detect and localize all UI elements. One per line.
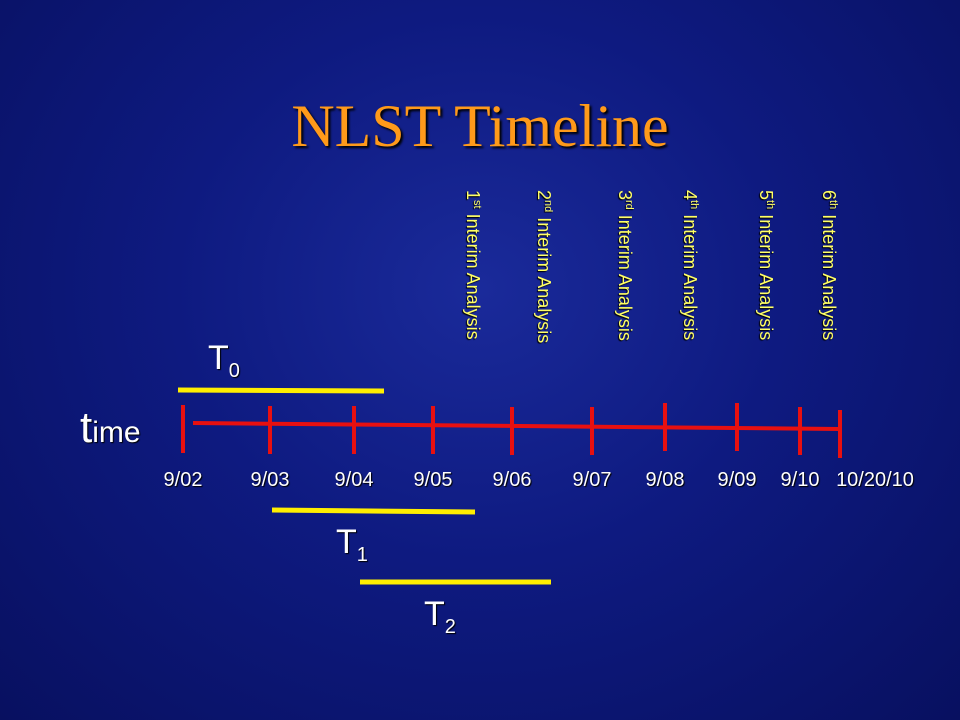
time-label-rest: ime xyxy=(92,416,141,449)
date-label: 9/03 xyxy=(250,469,290,491)
period-label-t1: T1 xyxy=(336,522,368,575)
date-label: 9/06 xyxy=(492,469,532,491)
date-label: 9/08 xyxy=(645,469,685,491)
period-label-t0: T0 xyxy=(208,338,240,391)
period-letter: T xyxy=(424,595,445,633)
date-label: 9/09 xyxy=(717,469,757,491)
time-label-initial: t xyxy=(80,403,93,452)
period-letter: T xyxy=(208,339,229,377)
date-label: 9/10 xyxy=(780,469,820,491)
date-label: 9/02 xyxy=(163,469,203,491)
period-bar-t0 xyxy=(177,387,385,394)
date-label: 10/20/10 xyxy=(836,469,914,491)
period-subscript: 0 xyxy=(228,360,240,382)
period-label-t2: T2 xyxy=(424,594,456,647)
slide-title: NLST Timeline xyxy=(291,93,669,159)
period-subscript: 2 xyxy=(444,616,456,638)
date-label: 9/04 xyxy=(334,469,374,491)
period-bar-t1 xyxy=(271,507,476,515)
time-axis-label: time xyxy=(80,404,141,457)
date-label: 9/05 xyxy=(413,469,453,491)
period-letter: T xyxy=(336,523,357,561)
timeline-axis xyxy=(192,421,841,431)
period-subscript: 1 xyxy=(356,544,368,566)
date-label: 9/07 xyxy=(572,469,612,491)
